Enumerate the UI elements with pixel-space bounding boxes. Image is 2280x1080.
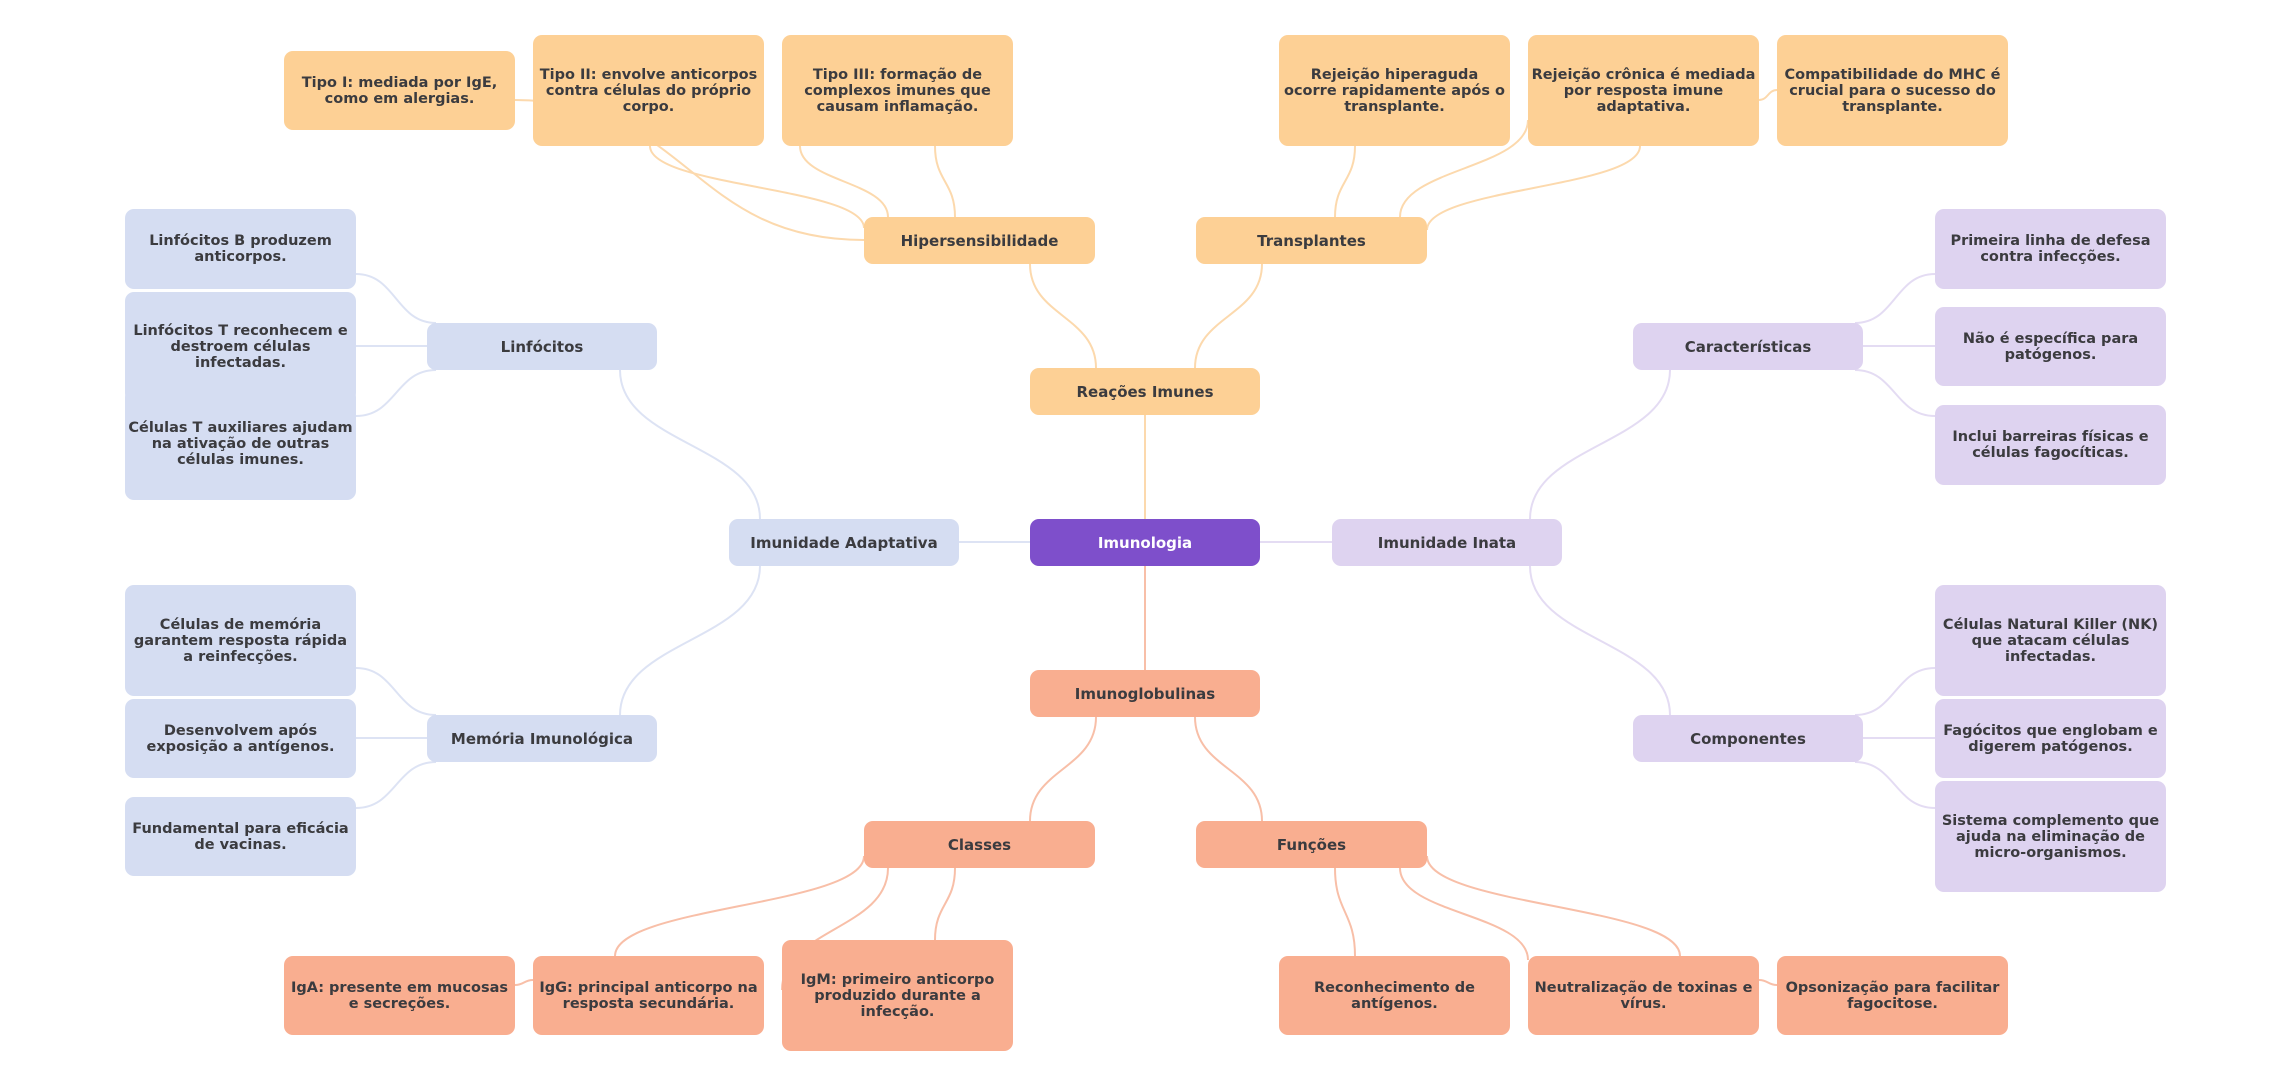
connector-line (1854, 761, 1936, 809)
root-node[interactable]: Imunologia (1030, 519, 1260, 566)
connector-line (1426, 855, 1681, 957)
connector-line (1334, 145, 1356, 218)
leaf-node[interactable]: Células T auxiliares ajudam na ativação … (125, 388, 356, 500)
connector-line (1758, 979, 1778, 986)
connector-line (1334, 867, 1356, 957)
connector-line (1758, 89, 1778, 101)
leaf-node[interactable]: Inclui barreiras físicas e células fagoc… (1935, 405, 2166, 485)
connector-line (619, 369, 761, 520)
connector-line (1854, 667, 1936, 716)
branch-node-imunoglobulinas[interactable]: Imunoglobulinas (1030, 670, 1260, 717)
leaf-node[interactable]: Primeira linha de defesa contra infecçõe… (1935, 209, 2166, 289)
leaf-node[interactable]: IgG: principal anticorpo na resposta sec… (533, 956, 764, 1035)
leaf-node[interactable]: Reconhecimento de antígenos. (1279, 956, 1510, 1035)
connector-line (355, 761, 437, 809)
leaf-node[interactable]: Rejeição hiperaguda ocorre rapidamente a… (1279, 35, 1510, 146)
subbranch-node-funcoes[interactable]: Funções (1196, 821, 1427, 868)
branch-node-reacoes-imunes[interactable]: Reações Imunes (1030, 368, 1260, 415)
connector-line (614, 855, 865, 957)
subbranch-node-classes[interactable]: Classes (864, 821, 1095, 868)
connector-line (1854, 273, 1936, 324)
connector-line (1529, 369, 1671, 520)
connector-line (1194, 263, 1263, 369)
subbranch-node-linfocitos[interactable]: Linfócitos (427, 323, 657, 370)
leaf-node[interactable]: Fundamental para eficácia de vacinas. (125, 797, 356, 876)
subbranch-node-transplantes[interactable]: Transplantes (1196, 217, 1427, 264)
connector-line (1194, 716, 1263, 822)
leaf-node[interactable]: Compatibilidade do MHC é crucial para o … (1777, 35, 2008, 146)
leaf-node[interactable]: IgM: primeiro anticorpo produzido durant… (782, 940, 1013, 1051)
connector-line (1029, 263, 1097, 369)
connector-line (934, 145, 956, 218)
connector-line (1426, 145, 1641, 231)
subbranch-node-componentes[interactable]: Componentes (1633, 715, 1863, 762)
leaf-node[interactable]: Tipo III: formação de complexos imunes q… (782, 35, 1013, 146)
connector-line (1399, 119, 1529, 218)
connector-line (799, 145, 889, 218)
connector-line (649, 145, 865, 229)
leaf-node[interactable]: IgA: presente em mucosas e secreções. (284, 956, 515, 1035)
leaf-node[interactable]: Tipo I: mediada por IgE, como em alergia… (284, 51, 515, 130)
connector-line (619, 565, 761, 716)
subbranch-node-hipersensibilidade[interactable]: Hipersensibilidade (864, 217, 1095, 264)
leaf-node[interactable]: Células de memória garantem resposta ráp… (125, 585, 356, 696)
leaf-node[interactable]: Tipo II: envolve anticorpos contra célul… (533, 35, 764, 146)
connector-line (1854, 369, 1936, 417)
leaf-node[interactable]: Desenvolvem após exposição a antígenos. (125, 699, 356, 778)
branch-node-imunidade-inata[interactable]: Imunidade Inata (1332, 519, 1562, 566)
connector-line (355, 369, 437, 417)
connector-line (355, 667, 437, 716)
leaf-node[interactable]: Células Natural Killer (NK) que atacam c… (1935, 585, 2166, 696)
leaf-node[interactable]: Fagócitos que englobam e digerem patógen… (1935, 699, 2166, 778)
branch-node-imunidade-adaptativa[interactable]: Imunidade Adaptativa (729, 519, 959, 566)
subbranch-node-caracteristicas[interactable]: Características (1633, 323, 1863, 370)
connector-line (1529, 565, 1671, 716)
connector-line (355, 273, 437, 324)
leaf-node[interactable]: Opsonização para facilitar fagocitose. (1777, 956, 2008, 1035)
connector-line (1399, 867, 1529, 961)
connector-line (934, 867, 956, 941)
subbranch-node-memoria-imunologica[interactable]: Memória Imunológica (427, 715, 657, 762)
connector-line (1029, 716, 1097, 822)
connector-line (514, 979, 534, 986)
leaf-node[interactable]: Linfócitos B produzem anticorpos. (125, 209, 356, 289)
leaf-node[interactable]: Não é específica para patógenos. (1935, 307, 2166, 386)
leaf-node[interactable]: Linfócitos T reconhecem e destroem célul… (125, 292, 356, 402)
leaf-node[interactable]: Neutralização de toxinas e vírus. (1528, 956, 1759, 1035)
leaf-node[interactable]: Rejeição crônica é mediada por resposta … (1528, 35, 1759, 146)
leaf-node[interactable]: Sistema complemento que ajuda na elimina… (1935, 781, 2166, 892)
